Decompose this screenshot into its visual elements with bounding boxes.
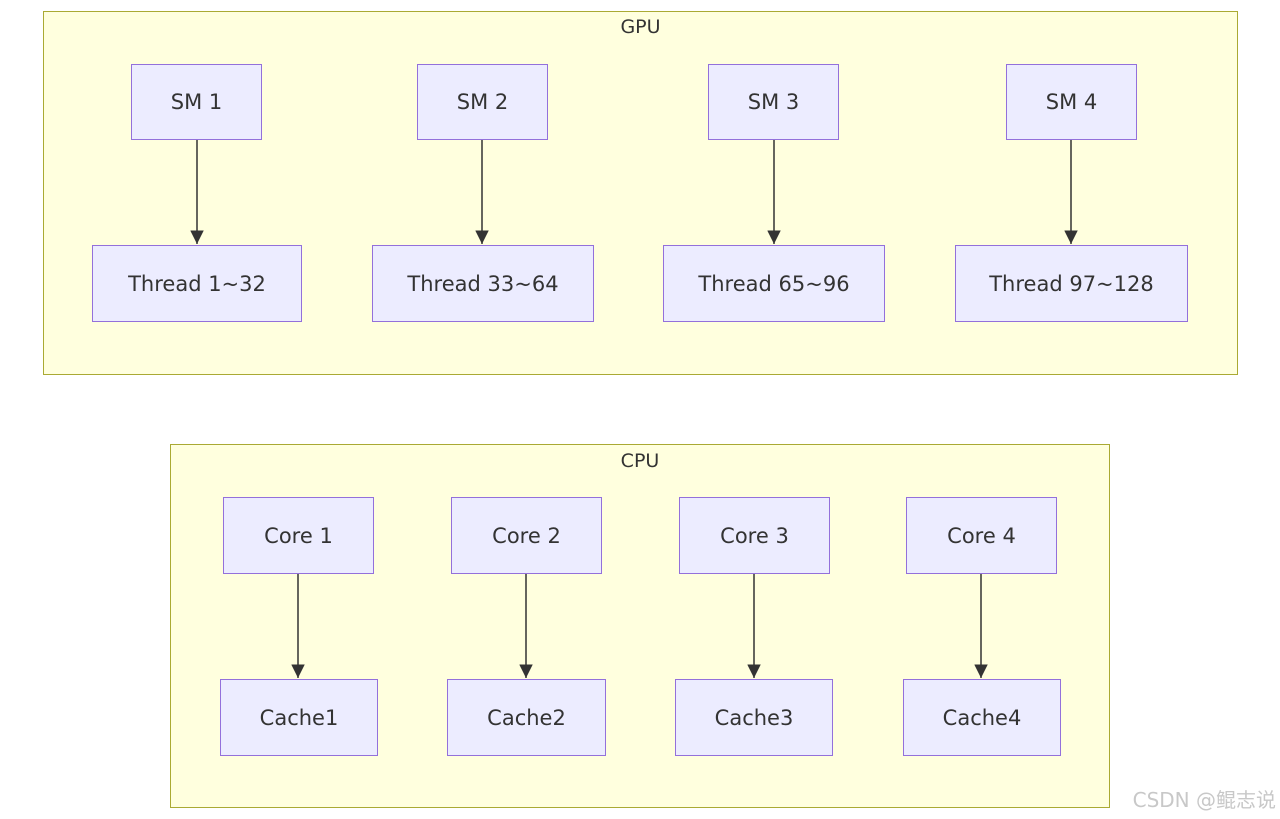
- core-2-node: Core 2: [451, 497, 602, 574]
- cache-4-node: Cache4: [903, 679, 1061, 756]
- sm-4-node: SM 4: [1006, 64, 1137, 140]
- sm-1-node: SM 1: [131, 64, 262, 140]
- cpu-cluster-title: CPU: [620, 450, 660, 472]
- sm-2-node: SM 2: [417, 64, 548, 140]
- watermark: CSDN @鲲志说: [1132, 788, 1276, 812]
- core-3-node: Core 3: [679, 497, 830, 574]
- core-1-node: Core 1: [223, 497, 374, 574]
- thread-65-96-node: Thread 65~96: [663, 245, 885, 322]
- cache-1-node: Cache1: [220, 679, 378, 756]
- cache-2-node: Cache2: [447, 679, 606, 756]
- thread-97-128-node: Thread 97~128: [955, 245, 1188, 322]
- core-4-node: Core 4: [906, 497, 1057, 574]
- cache-3-node: Cache3: [675, 679, 833, 756]
- gpu-cluster-title: GPU: [620, 16, 661, 38]
- thread-1-32-node: Thread 1~32: [92, 245, 302, 322]
- thread-33-64-node: Thread 33~64: [372, 245, 594, 322]
- sm-3-node: SM 3: [708, 64, 839, 140]
